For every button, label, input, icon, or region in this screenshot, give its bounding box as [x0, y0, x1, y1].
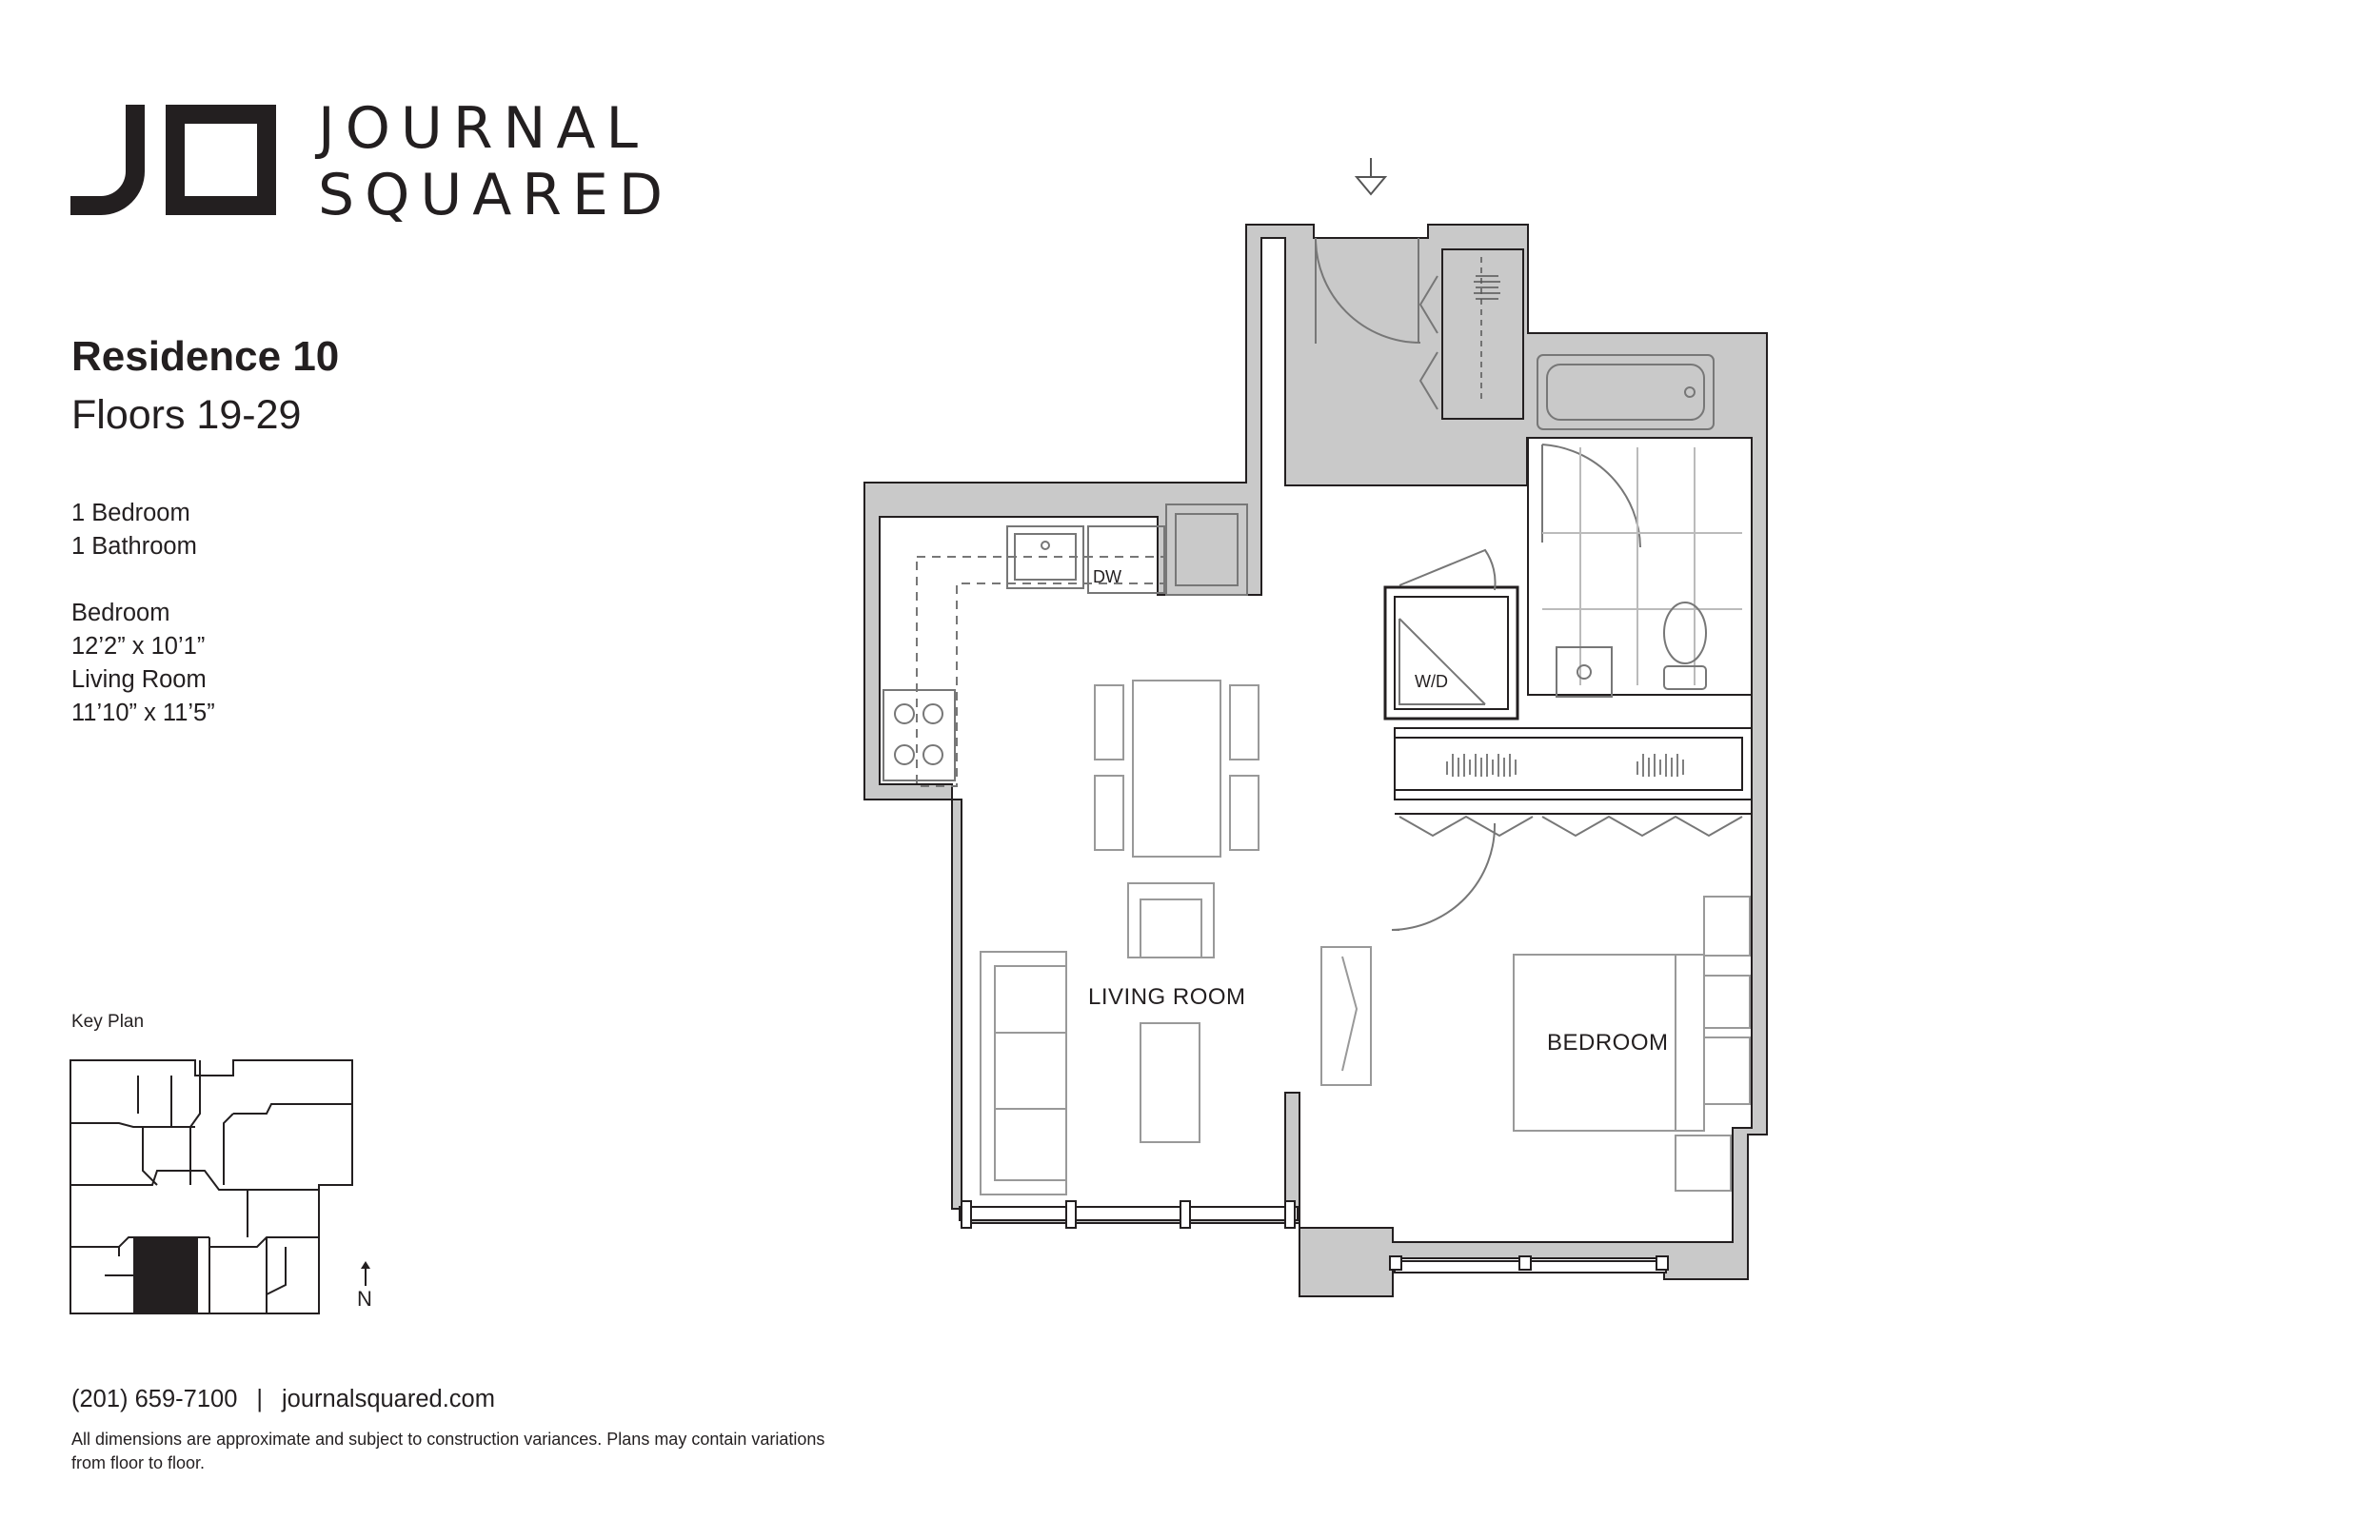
- spec-bathrooms: 1 Bathroom: [71, 533, 197, 560]
- key-plan-label: Key Plan: [71, 1012, 145, 1032]
- logo-monogram: [70, 105, 276, 215]
- residence-title: Residence 10: [71, 333, 340, 380]
- key-plan: [69, 1059, 353, 1314]
- brand-line-2: SQUARED: [318, 162, 674, 228]
- spec-bedroom-label: Bedroom: [71, 600, 170, 626]
- room-label-bedroom: BEDROOM: [1547, 1030, 1669, 1056]
- washer-dryer-label: W/D: [1415, 672, 1448, 691]
- spec-living-size: 11’10” x 11’5”: [71, 700, 215, 726]
- spec-bedroom-size: 12’2” x 10’1”: [71, 633, 206, 660]
- contact-phone: (201) 659-7100: [71, 1386, 238, 1412]
- brand-wordmark: JOURNAL SQUARED: [318, 95, 674, 228]
- dishwasher-label: DW: [1093, 567, 1121, 586]
- contact-line: (201) 659-7100 | journalsquared.com: [71, 1386, 495, 1413]
- entry-arrow-icon: [1354, 158, 1388, 196]
- room-label-living: LIVING ROOM: [1088, 984, 1246, 1010]
- exterior-walls: [863, 224, 1768, 1297]
- floor-plan: LIVING ROOM BEDROOM DW W/D: [863, 158, 1768, 1297]
- key-plan-highlight: [133, 1237, 198, 1313]
- north-label: N: [357, 1287, 372, 1311]
- brand-line-1: JOURNAL: [318, 95, 648, 162]
- contact-website: journalsquared.com: [282, 1386, 495, 1412]
- north-arrow-icon: [361, 1261, 370, 1286]
- residence-floors: Floors 19-29: [71, 392, 302, 438]
- disclaimer-text: All dimensions are approximate and subje…: [71, 1430, 825, 1472]
- spec-living-label: Living Room: [71, 666, 207, 693]
- contact-separator: |: [256, 1386, 264, 1412]
- spec-bedrooms: 1 Bedroom: [71, 500, 190, 526]
